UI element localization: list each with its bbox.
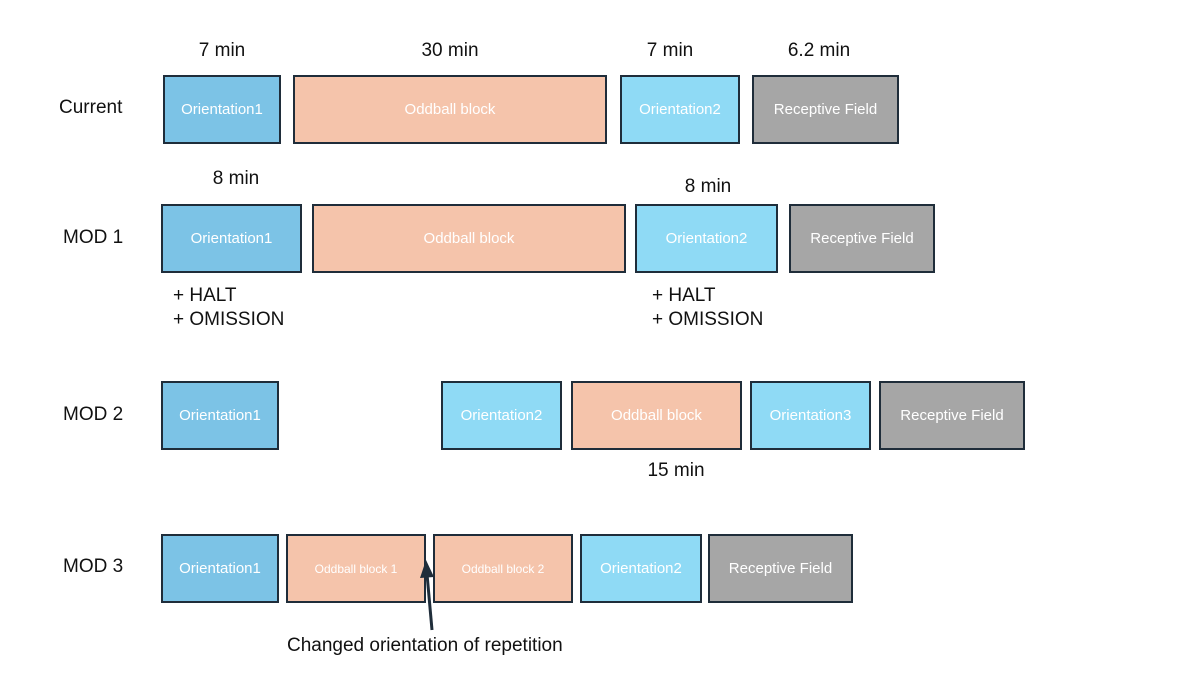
duration-current-orientation1: 7 min bbox=[198, 40, 246, 61]
block-label: Receptive Field bbox=[900, 407, 1004, 424]
duration-mod1-orientation1: 8 min bbox=[212, 168, 260, 189]
block-mod1-receptive-field: Receptive Field bbox=[789, 204, 935, 273]
block-label: Oddball block bbox=[611, 407, 702, 424]
block-current-orientation1: Orientation1 bbox=[163, 75, 281, 144]
block-mod2-orientation1: Orientation1 bbox=[161, 381, 279, 450]
block-label: Receptive Field bbox=[773, 101, 878, 118]
note-mod1-orientation1: + HALT + OMISSION bbox=[173, 284, 284, 332]
block-mod3-oddball2: Oddball block 2 bbox=[433, 534, 573, 603]
duration-current-orientation2: 7 min bbox=[646, 40, 694, 61]
block-label: Oddball block 2 bbox=[461, 561, 545, 576]
note-line: + OMISSION bbox=[652, 309, 764, 330]
block-mod2-orientation2: Orientation2 bbox=[441, 381, 562, 450]
block-mod3-oddball1: Oddball block 1 bbox=[286, 534, 426, 603]
row-label-mod1: MOD 1 bbox=[63, 227, 124, 248]
block-label: Orientation2 bbox=[665, 230, 748, 247]
block-label: Oddball block bbox=[404, 101, 496, 118]
block-label: Oddball block bbox=[423, 230, 515, 247]
block-mod1-orientation1: Orientation1 bbox=[161, 204, 302, 273]
block-mod1-oddball: Oddball block bbox=[312, 204, 626, 273]
annotation-mod3: Changed orientation of repetition bbox=[287, 635, 563, 656]
block-label: Receptive Field bbox=[810, 230, 914, 247]
block-mod3-receptive-field: Receptive Field bbox=[708, 534, 853, 603]
duration-current-receptive-field: 6.2 min bbox=[787, 40, 851, 61]
block-label: Orientation1 bbox=[179, 407, 261, 424]
block-label: Orientation3 bbox=[769, 407, 852, 424]
block-mod2-receptive-field: Receptive Field bbox=[879, 381, 1025, 450]
block-current-receptive-field: Receptive Field bbox=[752, 75, 899, 144]
note-line: + OMISSION bbox=[173, 309, 285, 330]
note-line: + HALT bbox=[173, 285, 237, 306]
block-label: Receptive Field bbox=[728, 560, 833, 577]
block-mod2-orientation3: Orientation3 bbox=[750, 381, 871, 450]
block-mod2-oddball: Oddball block bbox=[571, 381, 742, 450]
duration-mod2-oddball: 15 min bbox=[647, 460, 705, 481]
note-line: + HALT bbox=[652, 285, 716, 306]
block-label: Orientation2 bbox=[460, 407, 543, 424]
block-current-orientation2: Orientation2 bbox=[620, 75, 740, 144]
duration-mod1-orientation2: 8 min bbox=[684, 176, 732, 197]
block-mod3-orientation1: Orientation1 bbox=[161, 534, 279, 603]
row-label-mod3: MOD 3 bbox=[63, 556, 124, 577]
block-label: Orientation2 bbox=[639, 101, 721, 118]
block-mod3-orientation2: Orientation2 bbox=[580, 534, 702, 603]
block-current-oddball: Oddball block bbox=[293, 75, 607, 144]
row-label-mod2: MOD 2 bbox=[63, 404, 124, 425]
row-label-current: Current bbox=[59, 97, 123, 118]
block-label: Orientation1 bbox=[190, 230, 273, 247]
block-label: Orientation2 bbox=[600, 560, 682, 577]
block-label: Oddball block 1 bbox=[314, 561, 398, 576]
block-label: Orientation1 bbox=[179, 560, 261, 577]
block-mod1-orientation2: Orientation2 bbox=[635, 204, 778, 273]
block-label: Orientation1 bbox=[181, 101, 263, 118]
duration-current-oddball: 30 min bbox=[421, 40, 479, 61]
note-mod1-orientation2: + HALT + OMISSION bbox=[652, 284, 763, 332]
